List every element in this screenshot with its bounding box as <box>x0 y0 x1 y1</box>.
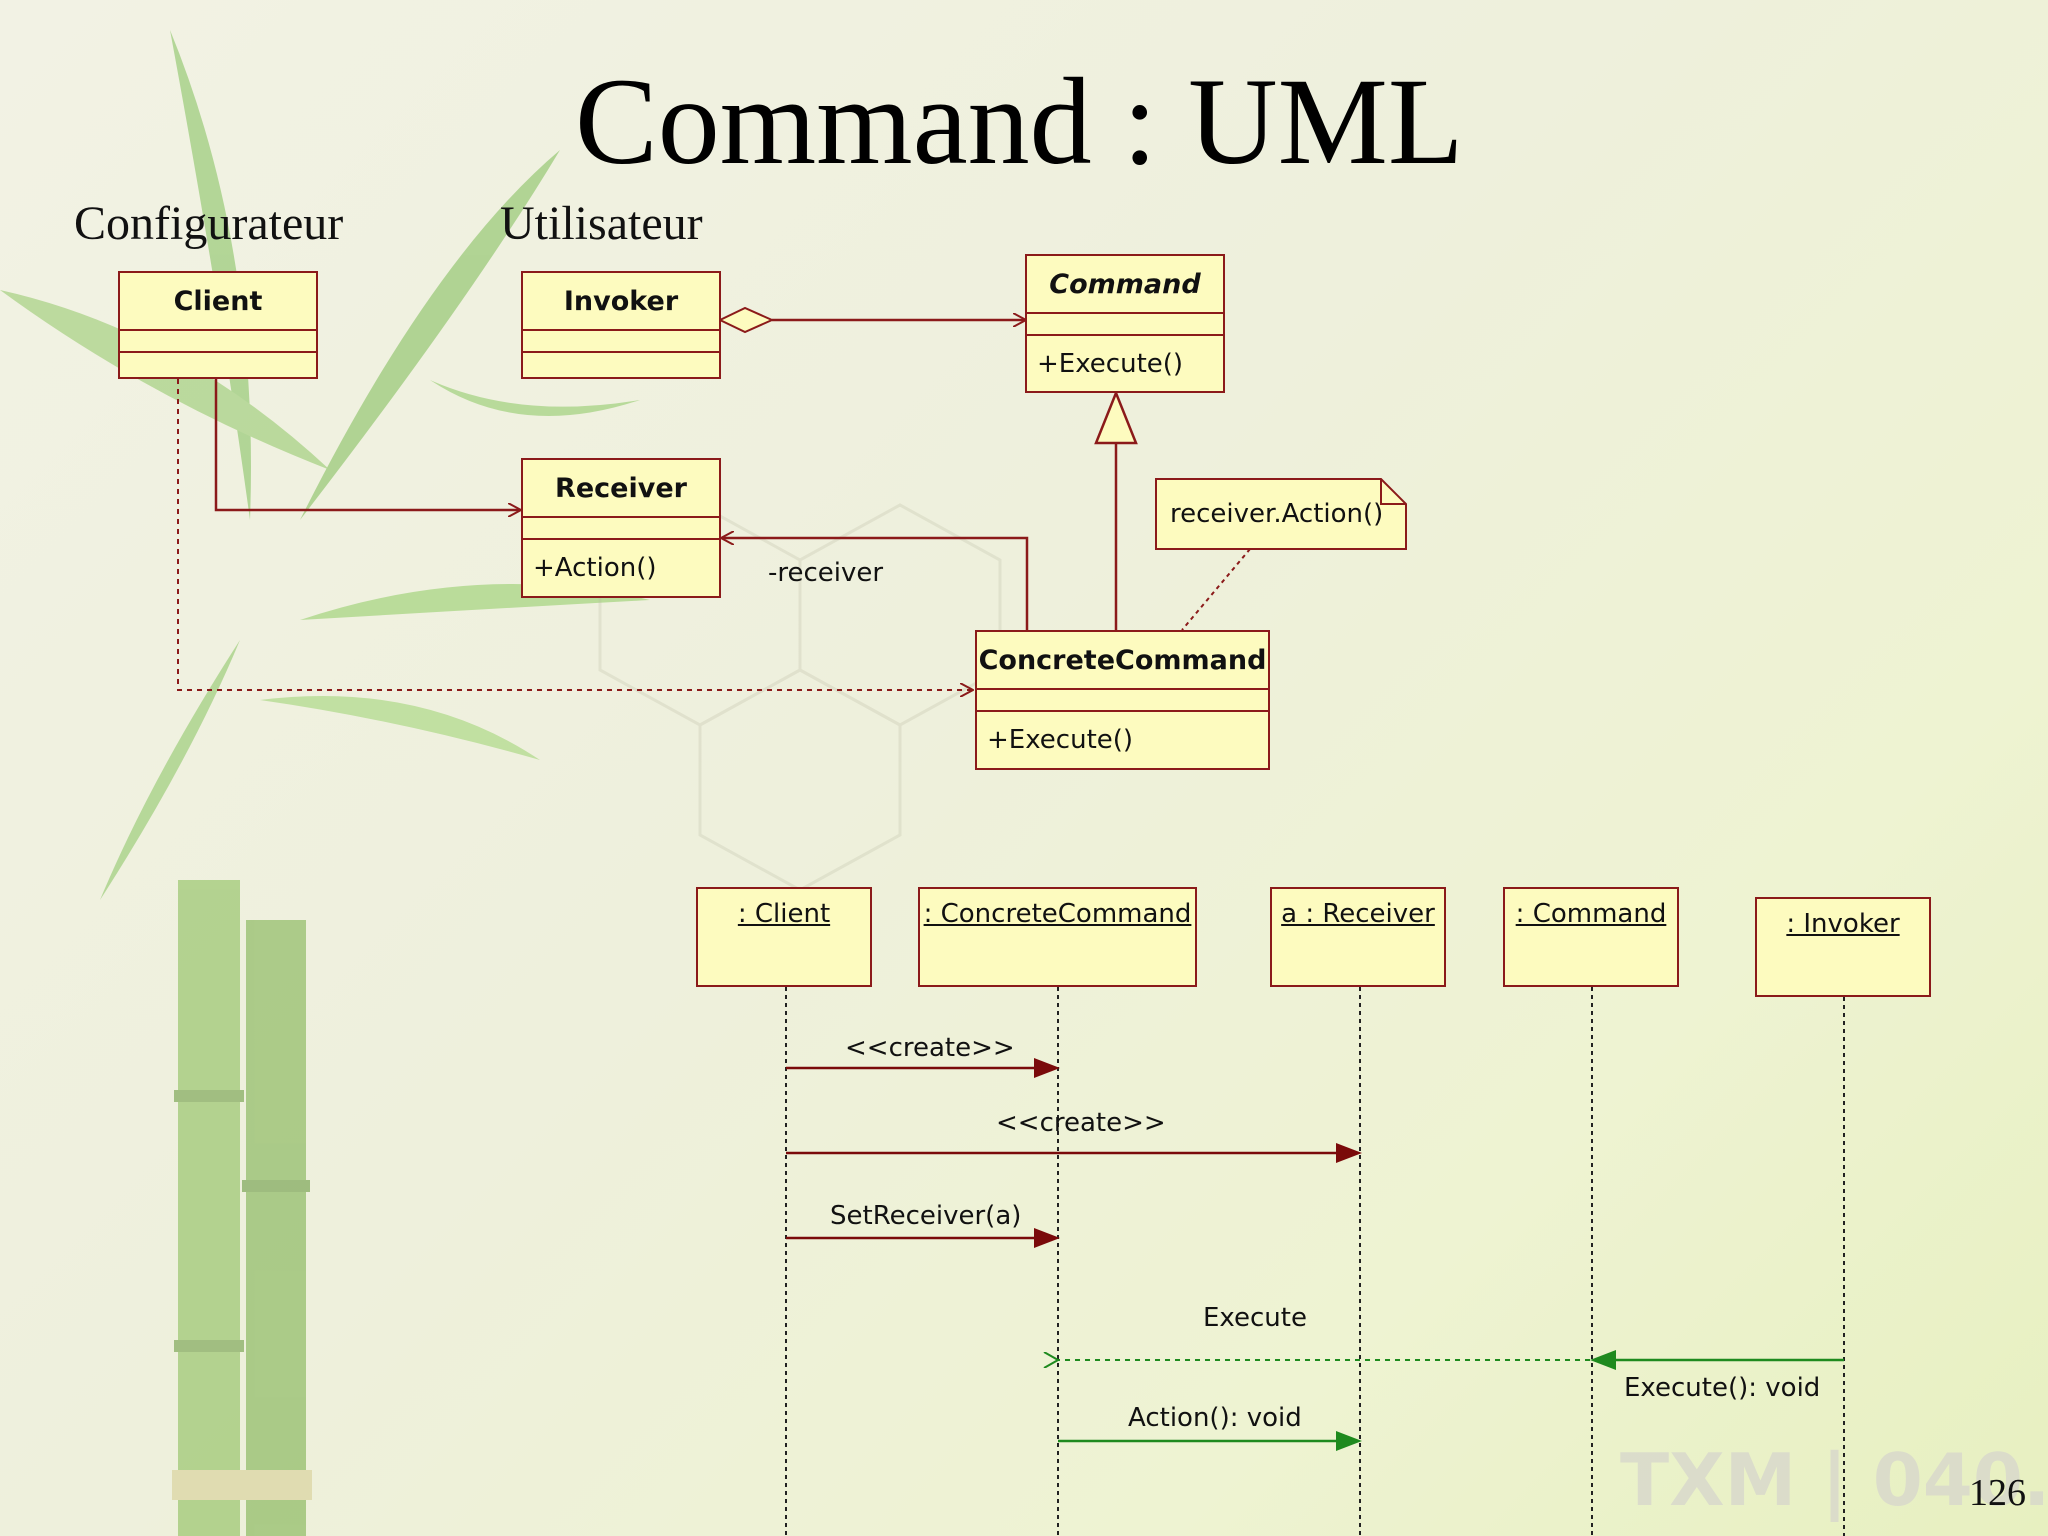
class-concretecommand-attributes <box>977 688 1268 710</box>
generalization-triangle <box>1094 389 1138 445</box>
class-concretecommand-name: ConcreteCommand <box>978 644 1267 676</box>
class-invoker-operations <box>523 351 719 377</box>
class-command: Command +Execute() <box>1025 254 1225 393</box>
lifeline-receiver: a : Receiver <box>1270 887 1446 987</box>
class-receiver: Receiver +Action() <box>521 458 721 598</box>
message-create-receiver-label: <<create>> <box>996 1108 1166 1138</box>
note-fold <box>1380 479 1406 505</box>
bamboo-leaf <box>260 696 540 760</box>
class-command-name: Command <box>1049 268 1201 300</box>
bamboo-leaf <box>430 380 640 416</box>
bamboo-node <box>174 1090 244 1102</box>
lifeline-concretecommand: : ConcreteCommand <box>918 887 1197 987</box>
lifeline-invoker: : Invoker <box>1755 897 1931 997</box>
message-action-void-label: Action(): void <box>1128 1403 1302 1433</box>
class-client: Client <box>118 271 318 379</box>
arrowhead-execute-void <box>1590 1350 1616 1370</box>
class-receiver-name: Receiver <box>555 472 687 504</box>
receiver-role-label: -receiver <box>768 558 884 588</box>
class-invoker-attributes <box>523 329 719 351</box>
bamboo-leaf <box>300 150 560 520</box>
section-label-utilisateur: Utilisateur <box>500 197 703 250</box>
message-set-receiver-label: SetReceiver(a) <box>830 1201 1022 1231</box>
watermark: TXM | 040.U <box>1620 1438 2048 1523</box>
bamboo-tie <box>172 1470 312 1500</box>
class-concretecommand-operation: +Execute() <box>977 710 1268 768</box>
concretecommand-to-receiver-association <box>722 538 1029 630</box>
bamboo-leaf <box>100 640 240 900</box>
aggregation-diamond <box>717 306 775 334</box>
bamboo-node <box>174 1340 244 1352</box>
class-client-attributes <box>120 329 316 351</box>
class-receiver-operation: +Action() <box>523 538 719 596</box>
class-command-operation: +Execute() <box>1027 334 1223 391</box>
class-receiver-attributes <box>523 516 719 538</box>
note-text: receiver.Action() <box>1170 499 1384 529</box>
class-invoker: Invoker <box>521 271 721 379</box>
lifeline-concretecommand-label: : ConcreteCommand <box>923 899 1192 929</box>
bamboo-node <box>242 1180 310 1192</box>
hexagon-pattern <box>698 668 902 892</box>
lifeline-command: : Command <box>1503 887 1679 987</box>
class-client-name: Client <box>173 285 263 317</box>
page-number: 126 <box>1969 1472 2026 1514</box>
class-concretecommand: ConcreteCommand +Execute() <box>975 630 1270 770</box>
lifeline-receiver-label: a : Receiver <box>1281 899 1435 929</box>
arrowhead-action-void <box>1336 1431 1362 1451</box>
lifeline-client-label: : Client <box>737 899 831 929</box>
class-client-operations <box>120 351 316 377</box>
bamboo-stalk <box>178 880 240 1536</box>
arrowhead-create-receiver <box>1336 1143 1362 1163</box>
class-invoker-name: Invoker <box>563 285 679 317</box>
bamboo-leaf <box>0 290 330 470</box>
lifeline-client: : Client <box>696 887 872 987</box>
lifeline-invoker-label: : Invoker <box>1786 909 1900 939</box>
note-anchor <box>1181 548 1251 631</box>
class-command-attributes <box>1027 312 1223 334</box>
message-execute-label: Execute <box>1203 1303 1307 1333</box>
message-create-command-label: <<create>> <box>845 1033 1015 1063</box>
client-to-concretecommand-dependency <box>177 379 972 690</box>
section-label-configurateur: Configurateur <box>74 197 344 250</box>
message-execute-void-label: Execute(): void <box>1624 1373 1821 1403</box>
slide-title: Command : UML <box>575 53 1464 190</box>
lifeline-command-label: : Command <box>1515 899 1667 929</box>
arrowhead-create-command <box>1034 1058 1060 1078</box>
client-to-receiver-association <box>214 379 520 510</box>
arrowhead-set-receiver <box>1034 1228 1060 1248</box>
bamboo-stalk <box>246 920 306 1536</box>
note-box <box>1155 478 1407 550</box>
